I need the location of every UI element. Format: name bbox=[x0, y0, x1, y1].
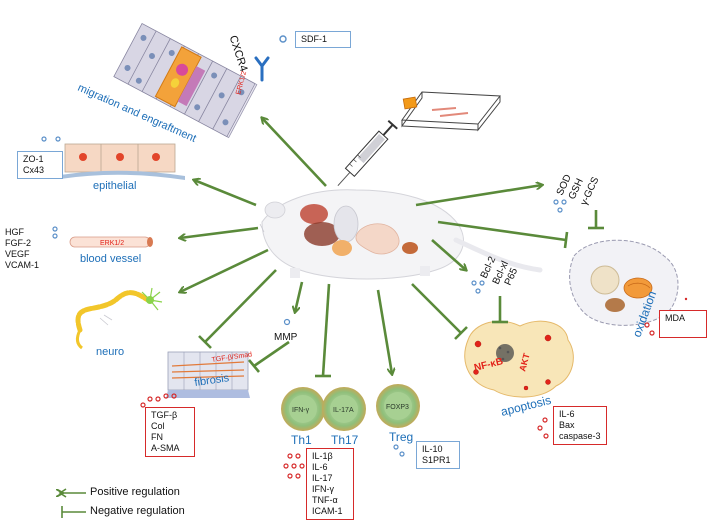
il1b-item: IL-1β bbox=[312, 451, 333, 461]
col-item: Col bbox=[151, 421, 165, 431]
il17-item: IL-17 bbox=[312, 473, 333, 483]
inhibit-apoptosis bbox=[411, 283, 462, 334]
sdf1-box: SDF-1 bbox=[295, 31, 351, 48]
treg-label: Treg bbox=[389, 430, 413, 444]
mouse-illustration bbox=[259, 189, 543, 280]
arrow-neuro bbox=[180, 248, 269, 292]
caspase3-item: caspase-3 bbox=[559, 431, 601, 441]
zo1-item: ZO-1 bbox=[23, 154, 44, 164]
fibrosis-markers-box: TGF-β Col FN A-SMA bbox=[145, 407, 195, 457]
legend-positive: Positive regulation bbox=[90, 486, 180, 498]
cx43-item: Cx43 bbox=[23, 165, 45, 175]
arrow-blood-vessel bbox=[180, 226, 259, 238]
inhibit-fibrosis-mmp bbox=[253, 340, 290, 368]
arrow-bcl2 bbox=[431, 239, 466, 270]
s1pr1-item: S1PR1 bbox=[422, 455, 451, 465]
il17a-label: IL-17A bbox=[333, 407, 354, 414]
th1-cell-icon: IFN-γ bbox=[281, 387, 325, 431]
vegf-item: VEGF bbox=[5, 249, 30, 259]
growth-factor-list: HGF FGF-2 VEGF VCAM-1 bbox=[3, 227, 51, 271]
a-sma-item: A-SMA bbox=[151, 443, 180, 453]
inhibit-oxidation bbox=[437, 220, 567, 242]
regulation-arrows bbox=[180, 118, 604, 378]
il6-apoptosis-item: IL-6 bbox=[559, 409, 575, 419]
th17-cell-icon: IL-17A bbox=[322, 387, 366, 431]
cytokines-box: IL-1β IL-6 IL-17 IFN-γ TNF-α ICAM-1 bbox=[306, 448, 354, 520]
treg-markers-box: IL-10 S1PR1 bbox=[416, 441, 460, 469]
neuro-label: neuro bbox=[96, 346, 124, 358]
sdf1-item: SDF-1 bbox=[301, 34, 328, 44]
legend-negative: Negative regulation bbox=[90, 505, 185, 517]
fibrosis-label: fibrosis bbox=[194, 372, 231, 389]
treg-cell-icon: FOXP3 bbox=[376, 384, 420, 428]
blood-vessel-label: blood vessel bbox=[80, 253, 141, 265]
arrow-treg bbox=[376, 289, 392, 374]
foxp3-label: FOXP3 bbox=[386, 404, 409, 411]
cytokine-dots bbox=[283, 453, 305, 479]
tgf-b-item: TGF-β bbox=[151, 410, 178, 420]
apoptosis-cell: NF-κB AKT apoptosis bbox=[464, 320, 574, 419]
il10-item: IL-10 bbox=[422, 444, 443, 454]
akt-label: AKT bbox=[517, 352, 532, 373]
apoptosis-marker-dots bbox=[537, 417, 549, 439]
mmp-label: MMP bbox=[274, 332, 298, 343]
epithelial-label: epithelial bbox=[93, 180, 136, 192]
mmp-dot bbox=[283, 318, 291, 326]
fgf2-item: FGF-2 bbox=[5, 238, 31, 248]
il6-item: IL-6 bbox=[312, 462, 328, 472]
th17-label: Th17 bbox=[331, 433, 359, 447]
arrow-antioxidant bbox=[415, 185, 542, 207]
arrow-epithelial bbox=[194, 180, 257, 207]
junction-box: ZO-1 Cx43 bbox=[17, 151, 63, 179]
arrow-migration bbox=[262, 118, 327, 187]
ifn-g-item: IFN-γ bbox=[312, 484, 334, 494]
mda-dots bbox=[644, 322, 655, 336]
hgf-item: HGF bbox=[5, 227, 24, 237]
fibrosis-tissue: TGF-β/Smad fibrosis bbox=[140, 351, 253, 408]
bcl-dots bbox=[471, 280, 485, 294]
apoptosis-markers-box: IL-6 Bax caspase-3 bbox=[553, 406, 607, 445]
sdf1-ligand-icon bbox=[279, 35, 287, 43]
mda-box: MDA bbox=[659, 310, 707, 338]
icam1-item: ICAM-1 bbox=[312, 506, 343, 516]
antioxidant-dots bbox=[553, 199, 567, 213]
mda-item: MDA bbox=[665, 313, 685, 323]
culture-flask-icon bbox=[401, 91, 501, 132]
arrow-mmp bbox=[295, 281, 304, 312]
syringe-icon bbox=[337, 119, 398, 187]
th1-label: Th1 bbox=[291, 433, 312, 447]
bax-item: Bax bbox=[559, 420, 575, 430]
blood-vessel-tissue: ERK1/2 blood vessel bbox=[52, 226, 153, 265]
inhibit-th1-th17 bbox=[321, 283, 331, 377]
cxcr4-label: CXCR4 bbox=[227, 34, 250, 73]
neuron-icon: neuro bbox=[75, 287, 163, 358]
ifn-g-label: IFN-γ bbox=[292, 407, 310, 414]
epithelial-tissue: epithelial bbox=[41, 136, 185, 192]
oxidation-cell: oxidation bbox=[569, 239, 688, 339]
cxcr4-receptor-icon bbox=[254, 56, 270, 82]
tnf-a-item: TNF-α bbox=[312, 495, 338, 505]
migration-tissue: ERK1/2 CXCR4 migration and engraftment bbox=[76, 23, 287, 145]
legend bbox=[60, 488, 86, 518]
erk12-vessel-label: ERK1/2 bbox=[100, 240, 124, 247]
vcam1-item: VCAM-1 bbox=[5, 260, 40, 270]
treg-dots bbox=[393, 444, 405, 457]
inhibit-fibrosis bbox=[204, 269, 277, 343]
fn-item: FN bbox=[151, 432, 163, 442]
